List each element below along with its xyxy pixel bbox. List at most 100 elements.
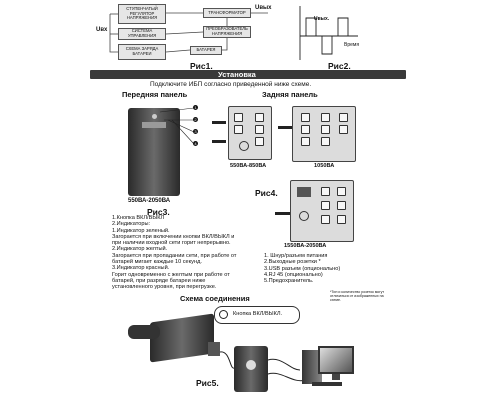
power-button-icon: [152, 114, 157, 119]
callout-1: 1: [193, 105, 198, 110]
outlet-icon: [255, 137, 264, 146]
wall-outlet-icon: [208, 342, 220, 356]
back-legend-line: 4.RJ 45 (опционально): [264, 271, 323, 278]
outlet-icon: [321, 215, 330, 224]
power-button-callout: Кнопка ВКЛ/ВЫКЛ.: [214, 306, 300, 324]
pc-tower-icon: [302, 350, 322, 384]
stepped-regulator-label: СТУПЕНЧАТЫЙ РЕГУЛЯТОР НАПРЯЖЕНИЯ: [126, 6, 158, 21]
back-legend: 1. Шнур/разъем питания 2.Выходные розетк…: [264, 253, 340, 284]
outlet-icon: [337, 215, 346, 224]
section-title: Установка: [218, 70, 256, 79]
outlet-icon: [301, 125, 310, 134]
front-legend-line: 2.Индикатор желтый.: [112, 246, 168, 253]
monitor-stand-icon: [332, 374, 340, 380]
back-panel-1550-2050: [290, 180, 354, 242]
back-model-b: 1050ВА: [314, 163, 335, 169]
ups-hand-image: [150, 313, 214, 363]
back-model-c: 1550ВА-2050ВА: [284, 243, 327, 249]
front-legend-line: Загорается при пропадании сети, при рабо…: [112, 252, 237, 259]
monitor-icon: [318, 346, 354, 374]
back-note: *Тип и количество розеток могут отличать…: [330, 290, 385, 302]
front-model: 550ВА-2050ВА: [128, 198, 171, 204]
fig3-caption: Рис3.: [147, 207, 170, 217]
outlet-icon: [234, 125, 243, 134]
callout-3: 3: [193, 129, 198, 134]
front-legend-line: батарей мигает каждые 10 секунд.: [112, 259, 202, 266]
back-legend-line: 5.Предохранитель.: [264, 278, 314, 285]
callout-2: 2: [193, 117, 198, 122]
front-panel-heading: Передняя панель: [122, 90, 188, 99]
charger-label: СХЕМА ЗАРЯДА БАТАРЕИ: [125, 46, 159, 56]
outlet-icon: [339, 125, 348, 134]
fig2-caption: Рис2.: [328, 61, 351, 71]
back-panel-heading: Задняя панель: [262, 90, 318, 99]
ups-front-image: [128, 108, 180, 196]
power-button-label: Кнопка ВКЛ/ВЫКЛ.: [233, 311, 283, 317]
transformer-label: ТРАНСФОРМАТОР: [208, 9, 246, 15]
front-callout-lines: [159, 107, 195, 145]
back-panel-1050: [292, 106, 356, 162]
back-legend-line: 3.USB разъем (опционально): [264, 265, 341, 272]
converter-box: ПРЕОБРАЗОВАТЕЛЬ НАПРЯЖЕНИЯ: [203, 26, 251, 38]
front-legend-line: 3.Индикатор красный.: [112, 265, 170, 272]
fuse-icon: [239, 141, 249, 151]
front-legend-line: установленного уровня, при перегрузке.: [112, 284, 217, 291]
outlet-icon: [234, 113, 243, 122]
section-subtitle: Подключите ИБП согласно приведенной ниже…: [150, 81, 312, 88]
power-cord-icon: [212, 140, 226, 143]
fig1-caption: Рис1.: [190, 61, 213, 71]
front-legend-line: батарей, при разряде батареи ниже: [112, 277, 206, 284]
stepped-regulator-box: СТУПЕНЧАТЫЙ РЕГУЛЯТОР НАПРЯЖЕНИЯ: [118, 4, 166, 24]
front-legend-line: 2.Индикаторы:: [112, 221, 151, 228]
indicator-strip: [142, 122, 166, 128]
keyboard-icon: [312, 382, 342, 386]
outlet-icon: [321, 137, 330, 146]
transformer-box: ТРАНСФОРМАТОР: [203, 8, 251, 18]
control-system-box: СИСТЕМА УПРАВЛЕНИЯ: [118, 28, 166, 40]
waveform-u-label: Uвых.: [314, 16, 330, 22]
outlet-icon: [321, 125, 330, 134]
fig4-caption: Рис4.: [255, 188, 278, 198]
input-voltage-label: Uвх: [96, 27, 108, 33]
connection-heading: Схема соединения: [180, 294, 250, 303]
front-legend-line: 1.Кнопка ВКЛ/ВЫКЛ: [112, 215, 165, 221]
outlet-icon: [339, 113, 348, 122]
front-legend-line: Загорается при включении кнопки ВКЛ/ВЫКЛ…: [112, 233, 235, 240]
power-cord-icon: [275, 212, 290, 215]
back-panel-550-850: [228, 106, 272, 160]
front-legend-line: Горит одновременно с желтым при работе о…: [112, 271, 230, 278]
ups-connection-image: [234, 346, 268, 392]
converter-label: ПРЕОБРАЗОВАТЕЛЬ НАПРЯЖЕНИЯ: [206, 26, 248, 36]
power-cord-icon: [278, 126, 292, 129]
front-legend: 1.Кнопка ВКЛ/ВЫКЛ 2.Индикаторы: 1.Индика…: [112, 215, 237, 291]
front-legend-line: 1.Индикатор зеленый.: [112, 227, 170, 234]
output-voltage-label: Uвых: [255, 5, 272, 11]
power-cord-icon: [212, 121, 226, 124]
outlet-icon: [321, 187, 330, 196]
outlet-icon: [301, 137, 310, 146]
outlet-icon: [301, 113, 310, 122]
outlet-icon: [337, 201, 346, 210]
battery-label: БАТАРЕЯ: [196, 47, 216, 53]
outlet-icon: [321, 201, 330, 210]
block-diagram-wires: [109, 12, 268, 53]
back-model-a: 550ВА-850ВА: [230, 163, 267, 169]
section-header-bar: Установка: [90, 70, 406, 79]
outlet-icon: [255, 125, 264, 134]
waveform-time-label: Время: [344, 42, 360, 48]
back-legend-line: 2.Выходные розетки *: [264, 259, 321, 266]
ups-indicator-icon: [246, 360, 256, 370]
back-legend-line: 1. Шнур/разъем питания: [264, 253, 328, 259]
outlet-icon: [321, 113, 330, 122]
callout-4: 4: [193, 141, 198, 146]
charger-box: СХЕМА ЗАРЯДА БАТАРЕИ: [118, 44, 166, 60]
battery-box: БАТАРЕЯ: [190, 46, 222, 55]
fan-grille: [297, 187, 311, 197]
outlet-icon: [337, 187, 346, 196]
hand-icon: [128, 325, 160, 339]
fuse-icon: [299, 211, 309, 221]
power-symbol-icon: [219, 310, 228, 319]
front-legend-line: при наличии входной сети горит непрерывн…: [112, 240, 231, 247]
outlet-icon: [255, 113, 264, 122]
fig5-caption: Рис5.: [196, 378, 219, 388]
